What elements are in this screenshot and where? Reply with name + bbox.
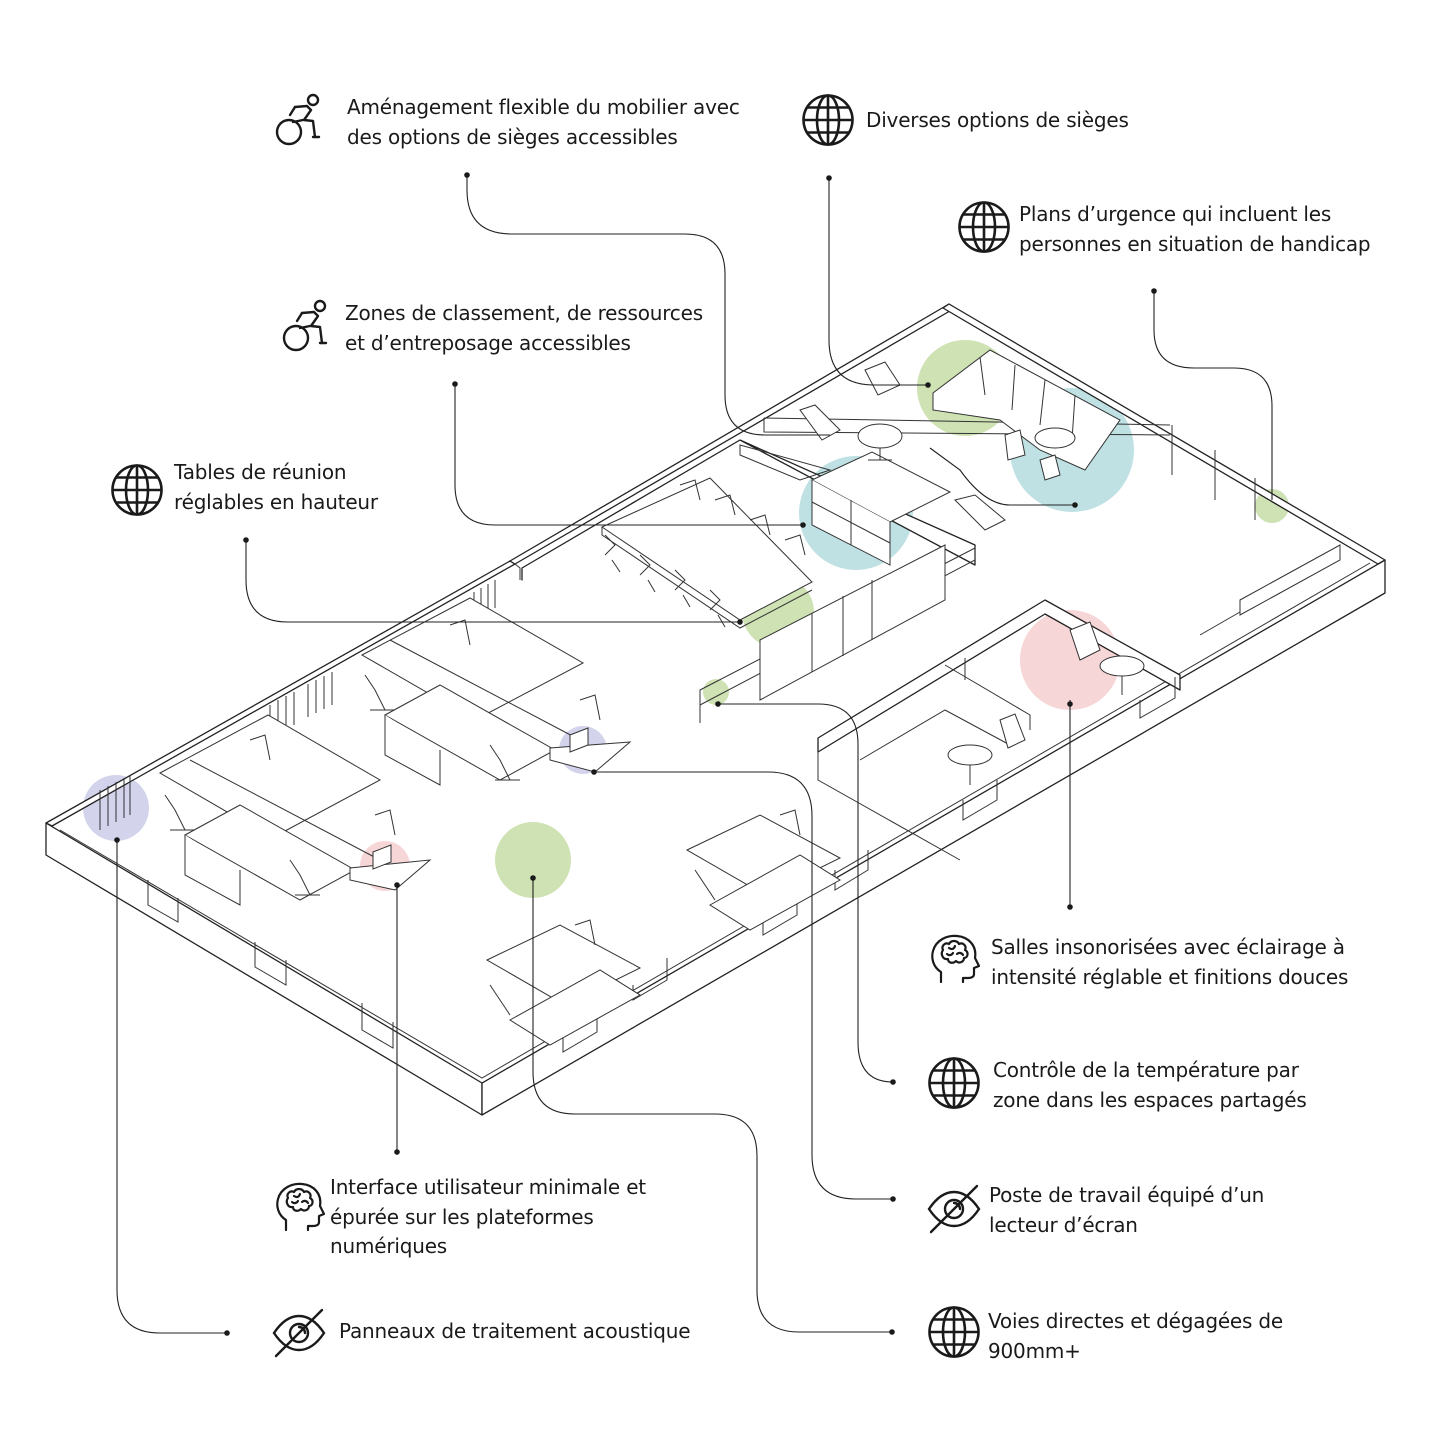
dot-clear-path-start: [530, 875, 536, 881]
highlight-emergency-panel: [1255, 489, 1289, 523]
leader-seating-table: [929, 447, 1075, 506]
label-meeting-tables: Tables de réunion réglables en hauteur: [174, 458, 378, 517]
dot-seating-lounge: [925, 382, 931, 388]
globe-icon: [110, 463, 164, 517]
dot-quiet-room: [1067, 701, 1073, 707]
leader-seating-options: [828, 178, 928, 386]
dot-meeting-tables: [243, 537, 249, 543]
label-line: épurée sur les plateformes: [330, 1204, 594, 1229]
label-emergency-plans: Plans d’urgence qui incluent les personn…: [1019, 200, 1371, 259]
leader-temperature-control: [718, 703, 894, 1083]
dot-clear-paths: [889, 1329, 895, 1335]
label-acoustic-panels: Panneaux de traitement acoustique: [339, 1317, 691, 1347]
brain-icon: [272, 1180, 326, 1234]
globe-icon: [957, 200, 1011, 254]
dot-acoustic-panels: [224, 1330, 230, 1336]
label-line: et d’entreposage accessibles: [345, 330, 631, 355]
label-storage-zones: Zones de classement, de ressources et d’…: [345, 299, 703, 358]
leader-clear-paths: [532, 878, 892, 1333]
label-line: Voies directes et dégagées de: [988, 1309, 1284, 1333]
label-line: Zones de classement, de ressources: [345, 301, 703, 325]
dot-storage-cabinet: [800, 522, 806, 528]
label-screen-reader: Poste de travail équipé d’un lecteur d’é…: [989, 1181, 1264, 1240]
leader-flex-furniture: [466, 175, 830, 436]
highlight-clear-path: [495, 822, 571, 898]
label-line: des options de sièges accessibles: [347, 124, 678, 149]
label-seating-options: Diverses options de sièges: [866, 106, 1129, 136]
building-shell: [45, 303, 1386, 1116]
wheelchair-icon: [280, 299, 334, 353]
label-minimal-ui: Interface utilisateur minimale et épurée…: [330, 1173, 646, 1262]
label-clear-paths: Voies directes et dégagées de 900mm+: [988, 1307, 1283, 1366]
brain-icon: [927, 932, 981, 986]
furniture: [158, 349, 1145, 1046]
leader-screen-reader: [594, 771, 893, 1200]
label-soundproof-rooms: Salles insonorisées avec éclairage à int…: [991, 933, 1348, 992]
leader-meeting-tables: [245, 540, 740, 623]
leader-dots: [114, 172, 1157, 1336]
dot-storage-zones: [452, 381, 458, 387]
label-line: numériques: [330, 1234, 448, 1258]
label-line: Tables de réunion: [174, 460, 347, 484]
label-line: Poste de travail équipé d’un: [989, 1183, 1265, 1207]
eye-slash-icon: [927, 1182, 981, 1236]
label-line: intensité réglable et finitions douces: [991, 964, 1349, 989]
dot-minimal-ui: [394, 1149, 400, 1155]
globe-icon: [927, 1305, 981, 1359]
leader-storage-zones: [454, 384, 803, 526]
leader-lines: [116, 175, 1273, 1334]
dot-screen-reader: [890, 1196, 896, 1202]
label-line: Contrôle de la température par: [993, 1058, 1299, 1082]
leader-acoustic-panels: [116, 840, 227, 1334]
dot-seating-options: [826, 175, 832, 181]
globe-icon: [927, 1056, 981, 1110]
label-flex-furniture: Aménagement flexible du mobilier avec de…: [347, 93, 740, 152]
dot-acoustic-start: [114, 837, 120, 843]
dot-temperature-control: [890, 1079, 896, 1085]
globe-icon: [801, 93, 855, 147]
dot-minimal-ui-desk: [394, 882, 400, 888]
leader-emergency-plans: [1153, 291, 1273, 500]
label-line: Interface utilisateur minimale et: [330, 1175, 646, 1199]
label-line: zone dans les espaces partagés: [993, 1087, 1307, 1112]
label-line: Aménagement flexible du mobilier avec: [347, 95, 740, 119]
label-temperature-control: Contrôle de la température par zone dans…: [993, 1056, 1307, 1115]
dot-emergency-plans: [1151, 288, 1157, 294]
label-line: lecteur d’écran: [989, 1212, 1138, 1237]
label-line: 900mm+: [988, 1338, 1081, 1363]
wheelchair-icon: [273, 93, 327, 147]
label-line: Salles insonorisées avec éclairage à: [991, 935, 1345, 959]
label-line: Panneaux de traitement acoustique: [339, 1319, 691, 1343]
dot-seating-table: [1072, 502, 1078, 508]
dot-flex-furniture: [464, 172, 470, 178]
label-line: réglables en hauteur: [174, 489, 378, 514]
label-line: Diverses options de sièges: [866, 108, 1129, 132]
dot-thermostat: [715, 701, 721, 707]
label-line: Plans d’urgence qui incluent les: [1019, 202, 1332, 226]
dot-meeting-table-end: [737, 619, 743, 625]
eye-slash-icon: [272, 1306, 326, 1360]
dot-screen-reader-desk: [591, 769, 597, 775]
label-line: personnes en situation de handicap: [1019, 231, 1371, 256]
dot-soundproof-rooms: [1067, 904, 1073, 910]
